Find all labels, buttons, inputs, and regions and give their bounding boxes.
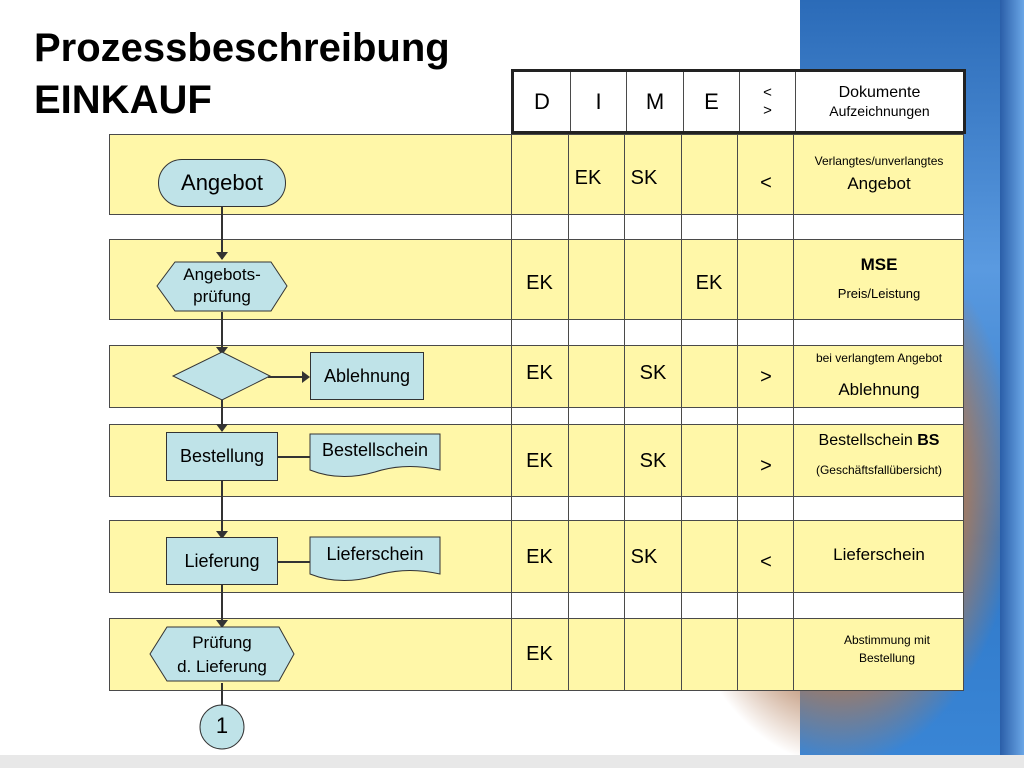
flow-line-1 <box>221 207 223 259</box>
decision-diamond <box>171 351 272 401</box>
row5-arrow: < <box>760 551 772 573</box>
flow-line-decision-to-ablehnung <box>268 376 304 378</box>
row4-arrow: > <box>760 455 772 477</box>
background-footer <box>0 755 1024 768</box>
lieferschein-document <box>309 536 441 582</box>
row1-i: EK <box>574 167 602 189</box>
connector-circle <box>199 704 245 750</box>
row6-doc-small-2: Bestellung <box>858 651 916 665</box>
angebotspruefung-hexagon <box>156 261 288 312</box>
row5-m: SK <box>630 546 658 568</box>
row6-d: EK <box>526 643 553 665</box>
arrowhead-4 <box>216 531 228 539</box>
pruefung-hexagon <box>149 626 295 682</box>
header-documents-label: Dokumente <box>838 84 921 101</box>
row1-doc-main: Angebot <box>847 174 911 193</box>
flow-line-lieferung-to-schein <box>278 561 310 563</box>
header-m: M <box>627 72 684 131</box>
node-angebot: Angebot <box>158 159 286 207</box>
row1-arrow: < <box>760 172 772 194</box>
node-pruefung-line1: Prüfung <box>192 633 252 652</box>
background-edge <box>1000 0 1024 768</box>
node-bestellung: Bestellung <box>166 432 278 481</box>
node-angebotspruefung-line1: Angebots- <box>183 265 261 284</box>
node-bestellschein-label: Bestellschein <box>321 440 429 460</box>
row5-d: EK <box>526 546 553 568</box>
row6-doc-small-1: Abstimmung mit <box>843 633 931 647</box>
row1-doc-small: Verlangtes/unverlangtes <box>814 154 944 168</box>
node-angebotspruefung: Angebots- prüfung <box>157 264 287 308</box>
row3-doc-small: bei verlangtem Angebot <box>815 351 943 365</box>
flow-line-2 <box>221 312 223 354</box>
flow-line-6 <box>221 683 223 711</box>
row2-doc-bold: MSE <box>860 255 898 274</box>
page-title-line-2: EINKAUF <box>34 78 212 122</box>
row4-doc-main: Bestellschein BS <box>796 432 962 450</box>
flow-line-5 <box>221 585 223 627</box>
node-lieferschein-label: Lieferschein <box>326 544 424 564</box>
row4-doc-small: (Geschäftsfallübersicht) <box>815 463 943 477</box>
row3-arrow: > <box>760 366 772 388</box>
flow-line-3 <box>221 399 223 431</box>
header-arrows: < > <box>740 72 796 131</box>
node-lieferung: Lieferung <box>166 537 278 585</box>
arrowhead-1 <box>216 252 228 260</box>
row5-doc-main: Lieferschein <box>833 545 925 564</box>
row2-e: EK <box>695 272 723 294</box>
header-documents: Dokumente Aufzeichnungen <box>796 72 963 131</box>
header-d: D <box>514 72 571 131</box>
node-ablehnung: Ablehnung <box>310 352 424 400</box>
flow-line-bestellung-to-schein <box>278 456 310 458</box>
header-arrow-in: < <box>763 83 772 101</box>
row4-m: SK <box>639 450 667 472</box>
header-arrow-out: > <box>763 101 772 119</box>
bestellschein-document <box>309 433 441 478</box>
connector-label: 1 <box>215 713 229 738</box>
node-pruefung-line2: d. Lieferung <box>177 657 267 676</box>
node-pruefung-lieferung: Prüfung d. Lieferung <box>150 631 294 679</box>
arrowhead-3 <box>216 424 228 432</box>
flow-line-4 <box>221 481 223 538</box>
arrowhead-6 <box>302 371 310 383</box>
header-i: I <box>571 72 627 131</box>
row3-m: SK <box>639 362 667 384</box>
node-angebotspruefung-line2: prüfung <box>193 287 251 306</box>
responsibility-header: D I M E < > Dokumente Aufzeichnungen <box>511 69 966 134</box>
header-records-label: Aufzeichnungen <box>829 103 930 119</box>
row2-doc-small: Preis/Leistung <box>837 286 921 301</box>
row3-d: EK <box>526 362 553 384</box>
row3-doc-main: Ablehnung <box>838 380 920 399</box>
row1-m: SK <box>630 167 658 189</box>
arrowhead-5 <box>216 620 228 628</box>
header-e: E <box>684 72 740 131</box>
row4-doc-main-text: Bestellschein <box>818 432 918 449</box>
row4-doc-bold: BS <box>917 432 940 449</box>
row4-d: EK <box>526 450 553 472</box>
row2-d: EK <box>526 272 553 294</box>
page-title-line-1: Prozessbeschreibung <box>34 26 450 70</box>
arrowhead-2 <box>216 347 228 355</box>
